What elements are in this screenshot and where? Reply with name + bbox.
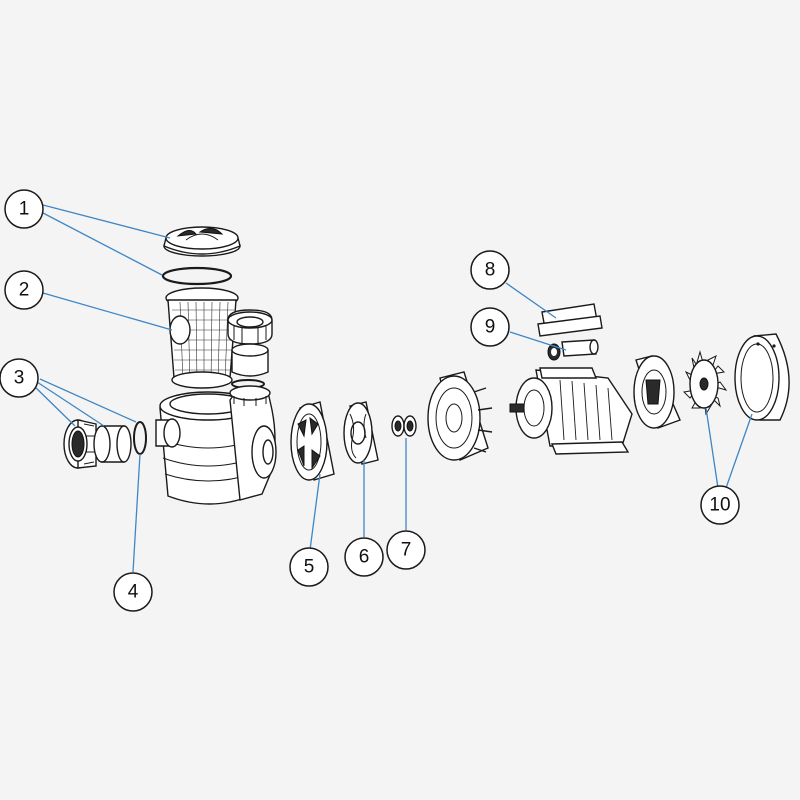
leader-10b (725, 413, 753, 489)
leader-1a (42, 204, 171, 239)
leader-1b (42, 212, 163, 276)
strainer-basket (165, 287, 239, 389)
callout-6: 6 (344, 537, 384, 577)
svg-text:8: 8 (485, 260, 496, 281)
leader-3c (39, 378, 137, 423)
leader-lines (32, 204, 753, 573)
svg-text:10: 10 (709, 495, 730, 516)
electric-motor (509, 367, 633, 455)
cooling-fan (682, 350, 728, 416)
pump-housing (155, 385, 277, 505)
shaft-seal-ring (547, 343, 561, 361)
svg-text:5: 5 (304, 557, 315, 578)
svg-text:3: 3 (14, 368, 25, 389)
motor-end-bell (633, 355, 681, 429)
outlet-tail-piece (231, 343, 269, 377)
capacitor (561, 339, 599, 357)
diffuser (290, 401, 335, 481)
leader-5 (309, 473, 321, 551)
callout-5: 5 (289, 547, 329, 587)
leader-4 (132, 453, 141, 573)
lid-o-ring (161, 266, 233, 286)
callout-2: 2 (4, 270, 44, 310)
callout-7: 7 (386, 530, 426, 570)
mechanical-seal (391, 415, 417, 437)
leader-3a (32, 384, 76, 427)
svg-text:6: 6 (359, 547, 370, 568)
seal-plate (427, 371, 493, 461)
inlet-union-nut (63, 419, 97, 469)
callout-1: 1 (4, 189, 44, 229)
svg-text:1: 1 (19, 199, 30, 220)
callout-8: 8 (470, 250, 510, 290)
outlet-union-nut (227, 309, 273, 345)
callout-4: 4 (113, 572, 153, 612)
leader-9 (509, 331, 567, 351)
inlet-tail-piece (93, 425, 132, 463)
terminal-box-cover (537, 303, 603, 337)
callout-3: 3 (0, 358, 39, 398)
leader-10a (705, 407, 719, 489)
inlet-o-ring (133, 421, 147, 455)
svg-text:4: 4 (128, 582, 139, 603)
impeller (343, 401, 379, 465)
leader-8 (505, 282, 557, 319)
svg-text:9: 9 (485, 317, 496, 338)
strainer-lid (163, 226, 241, 257)
svg-text:7: 7 (401, 540, 412, 561)
svg-text:2: 2 (19, 280, 30, 301)
fan-cover (734, 333, 790, 421)
callout-10: 10 (700, 485, 740, 525)
leader-3b (36, 381, 105, 427)
callout-9: 9 (470, 307, 510, 347)
leader-2 (42, 292, 173, 331)
